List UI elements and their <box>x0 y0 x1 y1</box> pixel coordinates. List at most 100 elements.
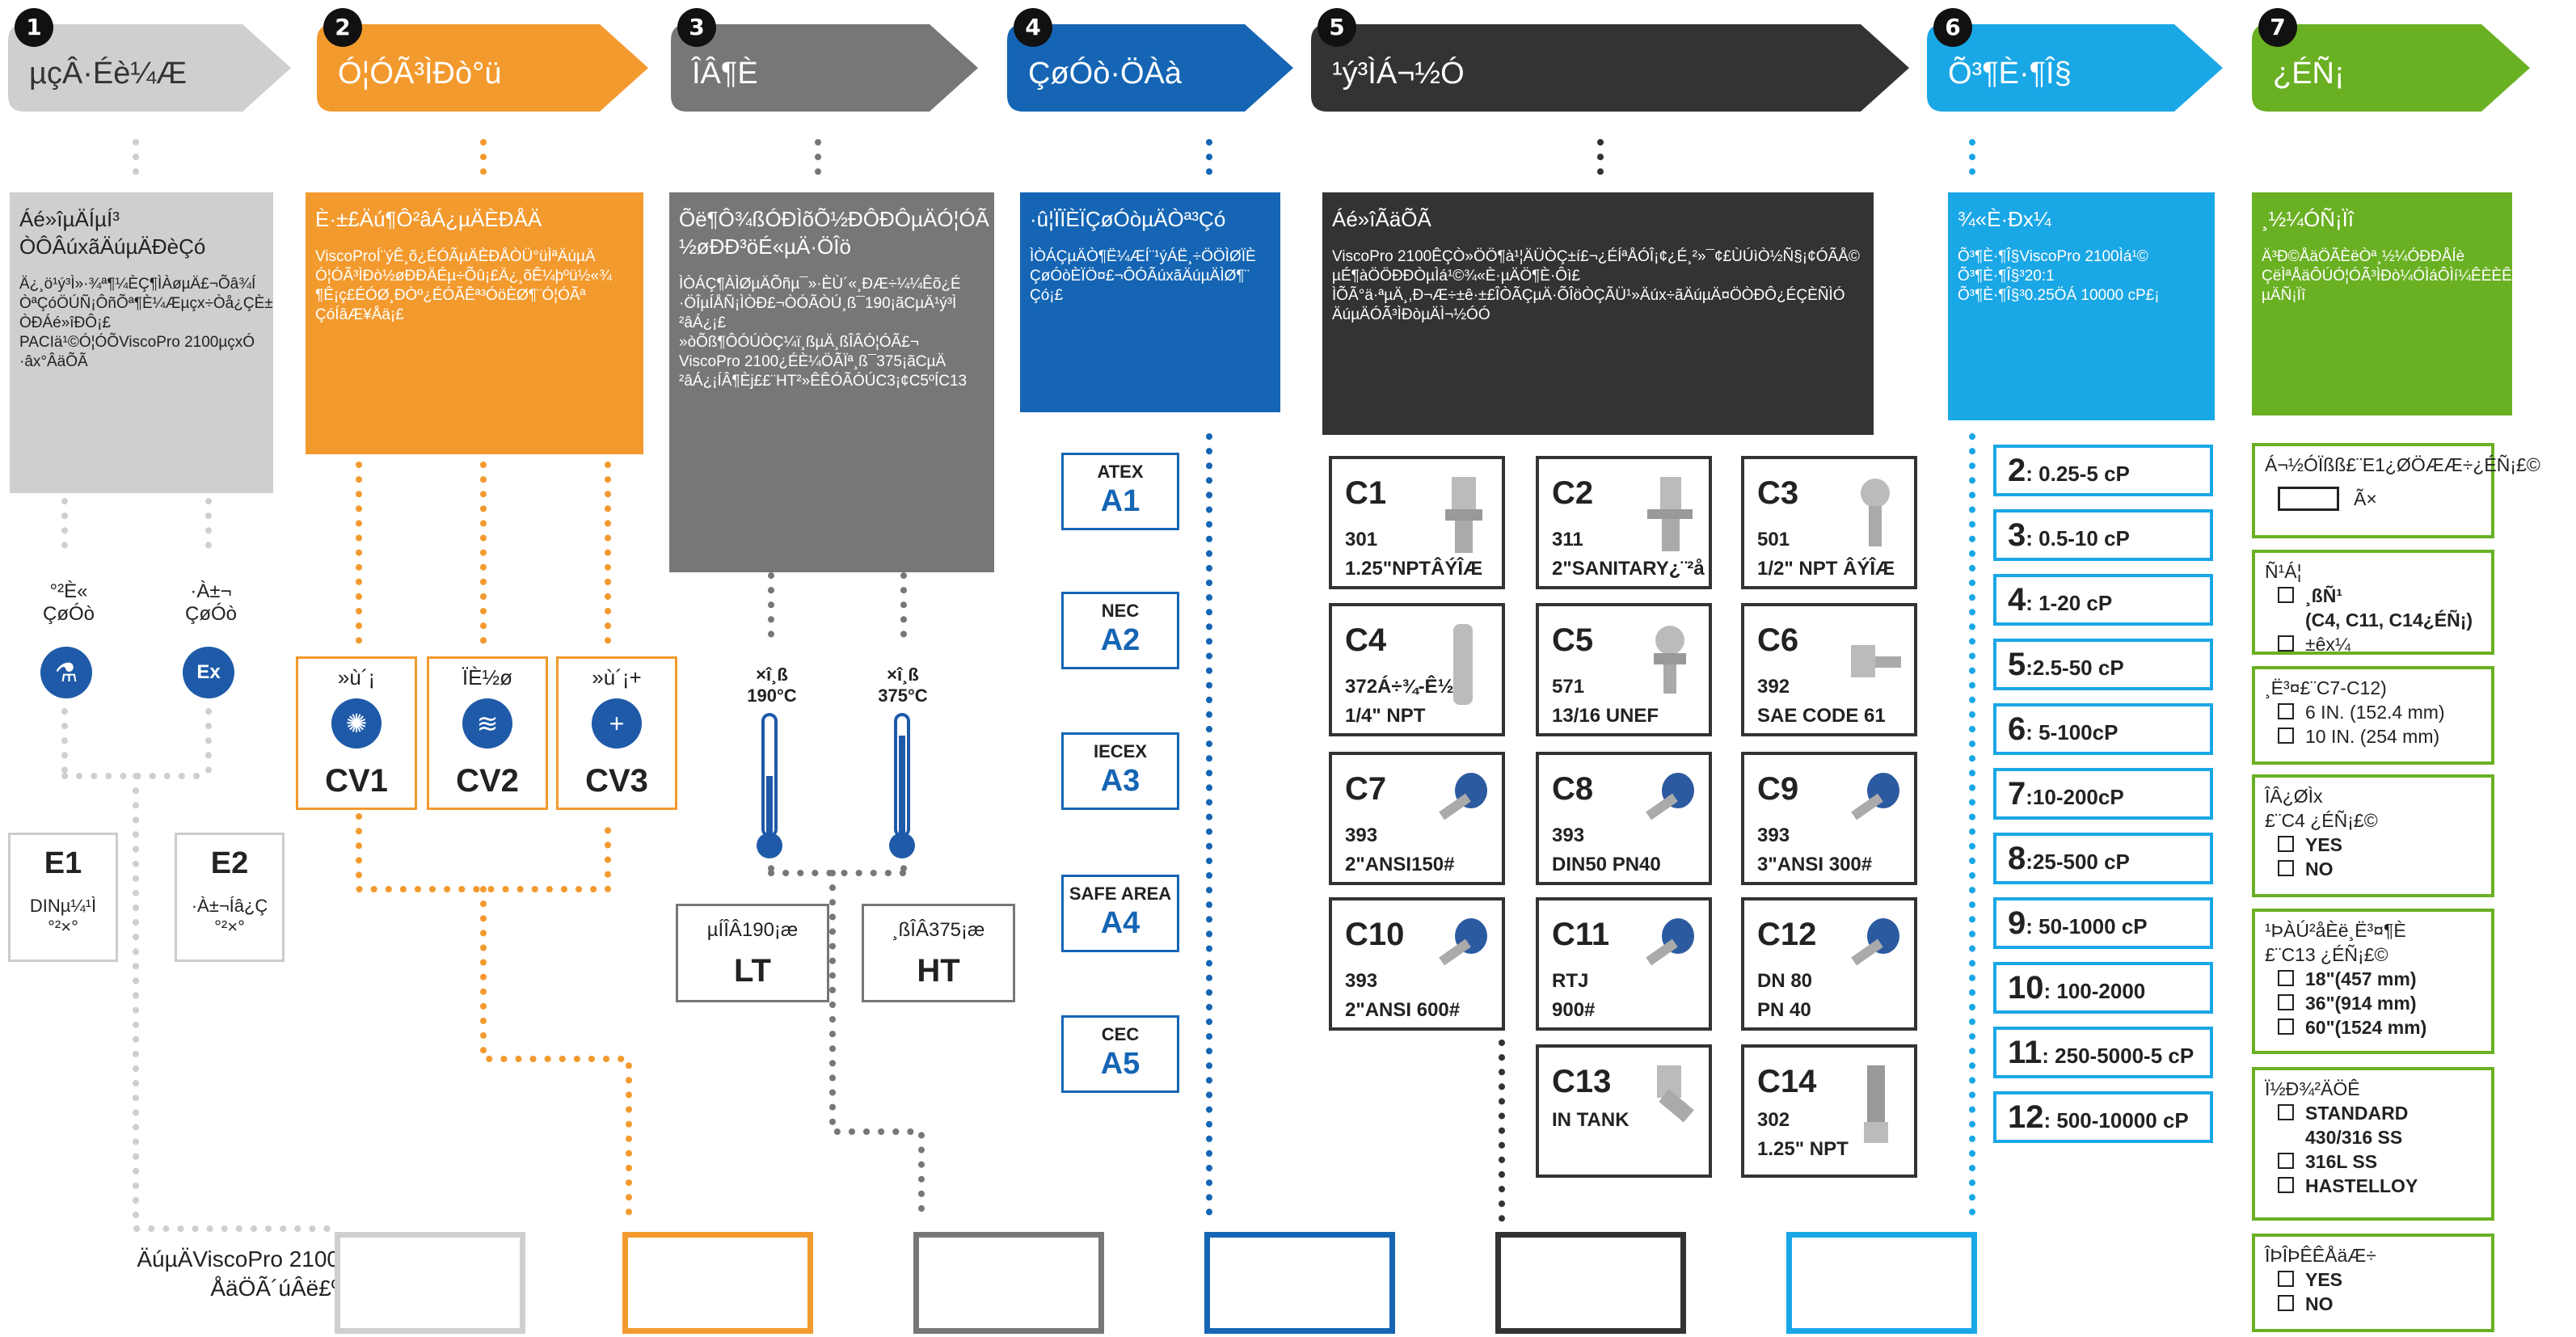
option-lt[interactable]: µÍÎÂ190¡æ LT <box>676 904 829 1002</box>
option-text: DINµ¼¹Ì °²×° <box>29 896 97 937</box>
step-1-arrow[interactable]: µçÂ·Éè¼Æ <box>8 24 291 112</box>
option-e1[interactable]: E1 DINµ¼¹Ì °²×° <box>8 833 118 962</box>
range-code: 12 <box>2008 1099 2044 1135</box>
answer-box-step-2[interactable] <box>622 1232 813 1334</box>
option-cv3[interactable]: »ù´¡+ + CV3 <box>556 656 677 810</box>
range-2[interactable]: 2: 0.25-5 cP <box>1993 445 2213 496</box>
checkbox[interactable] <box>2278 836 2294 852</box>
checkbox[interactable] <box>2278 994 2294 1010</box>
range-6[interactable]: 6: 5-100cP <box>1993 703 2213 755</box>
option-c13[interactable]: C13 IN TANK <box>1536 1044 1712 1178</box>
arrow-shape-icon <box>1311 24 1909 112</box>
option-checkbox[interactable]: 60"(1524 mm) <box>2278 1015 2481 1040</box>
meter-input[interactable] <box>2278 487 2339 511</box>
option-checkbox[interactable]: 6 IN. (152.4 mm) <box>2278 700 2481 724</box>
range-7[interactable]: 7:10-200cP <box>1993 768 2213 820</box>
option-e2[interactable]: E2 ·À±¬Íâ¿Ç °²×° <box>175 833 285 962</box>
step-3-arrow[interactable]: ÎÂ¶È <box>671 24 978 112</box>
option-checkbox[interactable]: HASTELLOY <box>2278 1174 2481 1198</box>
range-9[interactable]: 9: 50-1000 cP <box>1993 897 2213 949</box>
step-7-arrow[interactable]: ¿ÉÑ¡ <box>2252 24 2530 112</box>
option-checkbox[interactable]: ±êx¼ <box>2278 632 2481 656</box>
checkbox[interactable] <box>2278 970 2294 986</box>
step-5-arrow[interactable]: ¹ý³ÌÁ¬½Ó <box>1311 24 1909 112</box>
option-c5[interactable]: C5 571 13/16 UNEF <box>1536 603 1712 736</box>
area-title: IECEX <box>1093 741 1148 761</box>
range-value: : 0.25-5 cP <box>2026 462 2130 486</box>
checkbox[interactable] <box>2278 1019 2294 1035</box>
checkbox[interactable] <box>2278 703 2294 719</box>
option-c10[interactable]: C10 393 2"ANSI 600# <box>1329 897 1505 1031</box>
option-checkbox[interactable]: 18"(457 mm) <box>2278 967 2481 991</box>
option-checkbox[interactable]: NO <box>2278 1292 2481 1316</box>
answer-box-step-3[interactable] <box>913 1232 1104 1334</box>
answer-box-step-1[interactable] <box>335 1232 525 1334</box>
checkbox[interactable] <box>2278 1104 2294 1120</box>
checkbox[interactable] <box>2278 1153 2294 1169</box>
option-c1[interactable]: C1 301 1.25"NPTÂÝÎÆ <box>1329 456 1505 589</box>
option-ht[interactable]: ¸ßÎÂ375¡æ HT <box>862 904 1015 1002</box>
option-c3[interactable]: C3 501 1/2" NPT ÂÝÎÆ <box>1741 456 1917 589</box>
checkbox[interactable] <box>2278 1177 2294 1193</box>
option-text: ·À±¬Íâ¿Ç °²×° <box>191 896 268 937</box>
option-checkbox[interactable]: YES <box>2278 1267 2481 1292</box>
option-code: E1 <box>44 846 82 880</box>
option-c9[interactable]: C9 393 3"ANSI 300# <box>1741 752 1917 885</box>
option-checkbox[interactable]: 316L SS <box>2278 1149 2481 1174</box>
checkbox[interactable] <box>2278 1295 2294 1311</box>
option-c4[interactable]: C4 372Á÷¾-Ê½ 1/4" NPT <box>1329 603 1505 736</box>
option-checkbox[interactable]: ¸ßÑ¹ (C4, C11, C14¿ÉÑ¡) <box>2278 584 2481 632</box>
description-heading: È·±£Äú¶Ô²âÁ¿µÄÈÐÅÄ <box>315 207 542 231</box>
option-c7[interactable]: C7 393 2"ANSI150# <box>1329 752 1505 885</box>
connection-code: C10 <box>1345 917 1405 952</box>
answer-box-step-6[interactable] <box>1786 1232 1977 1334</box>
connection-desc: 2"ANSI150# <box>1345 854 1455 875</box>
option-cv2[interactable]: ÏÈ½ø ≋ CV2 <box>427 656 548 810</box>
connection-desc: 900# <box>1552 999 1596 1021</box>
option-c12[interactable]: C12 DN 80 PN 40 <box>1741 897 1917 1031</box>
option-checkbox[interactable]: 36"(914 mm) <box>2278 991 2481 1015</box>
range-12[interactable]: 12: 500-10000 cP <box>1993 1091 2213 1143</box>
answer-box-step-5[interactable] <box>1495 1232 1686 1334</box>
step-4-arrow[interactable]: ÇøÓò·ÖÀà <box>1007 24 1293 112</box>
option-text: µÍÎÂ190¡æ <box>706 919 799 941</box>
option-c2[interactable]: C2 311 2"SANITARY¿¨²å <box>1536 456 1712 589</box>
range-3[interactable]: 3: 0.5-10 cP <box>1993 509 2213 561</box>
checkbox[interactable] <box>2278 860 2294 876</box>
group-title: Ï½Ð¾²ÄÖÊ <box>2265 1078 2360 1099</box>
option-label: Ã× <box>2354 488 2377 509</box>
range-11[interactable]: 11: 250-5000-5 cP <box>1993 1027 2213 1078</box>
connection-code: C1 <box>1345 475 1387 511</box>
checkbox[interactable] <box>2278 587 2294 603</box>
option-checkbox[interactable]: YES <box>2278 833 2481 857</box>
checkbox[interactable] <box>2278 1271 2294 1287</box>
description-heading: ¸½¼ÓÑ¡Ïî <box>2262 207 2355 231</box>
checkbox[interactable] <box>2278 635 2294 652</box>
option-c6[interactable]: C6 392 SAE CODE 61 <box>1741 603 1917 736</box>
connection-code: C11 <box>1552 917 1610 952</box>
option-checkbox[interactable]: STANDARD 430/316 SS <box>2278 1101 2481 1149</box>
range-4[interactable]: 4: 1-20 cP <box>1993 574 2213 626</box>
option-label: 60"(1524 mm) <box>2305 1017 2427 1038</box>
step-2-arrow[interactable]: Ó¦ÓÃ³ÌÐò°ü <box>317 24 648 112</box>
range-value: : 500-10000 cP <box>2043 1108 2189 1132</box>
option-c8[interactable]: C8 393 DIN50 PN40 <box>1536 752 1712 885</box>
checkbox[interactable] <box>2278 728 2294 744</box>
range-8[interactable]: 8:25-500 cP <box>1993 833 2213 884</box>
answer-box-step-4[interactable] <box>1204 1232 1395 1334</box>
option-cv1[interactable]: »ù´¡ ✺ CV1 <box>296 656 417 810</box>
step-6-arrow[interactable]: Õ³¶È·¶Î§ <box>1927 24 2223 112</box>
option-c14[interactable]: C14 302 1.25" NPT <box>1741 1044 1917 1178</box>
option-checkbox[interactable]: 10 IN. (254 mm) <box>2278 724 2481 749</box>
range-10[interactable]: 10: 100-2000 <box>1993 962 2213 1014</box>
range-value: : 50-1000 cP <box>2026 914 2148 938</box>
connection-number: 392 <box>1757 676 1790 698</box>
option-checkbox[interactable]: NO <box>2278 857 2481 881</box>
option-c11[interactable]: C11 RTJ 900# <box>1536 897 1712 1031</box>
range-5[interactable]: 5:2.5-50 cP <box>1993 639 2213 690</box>
